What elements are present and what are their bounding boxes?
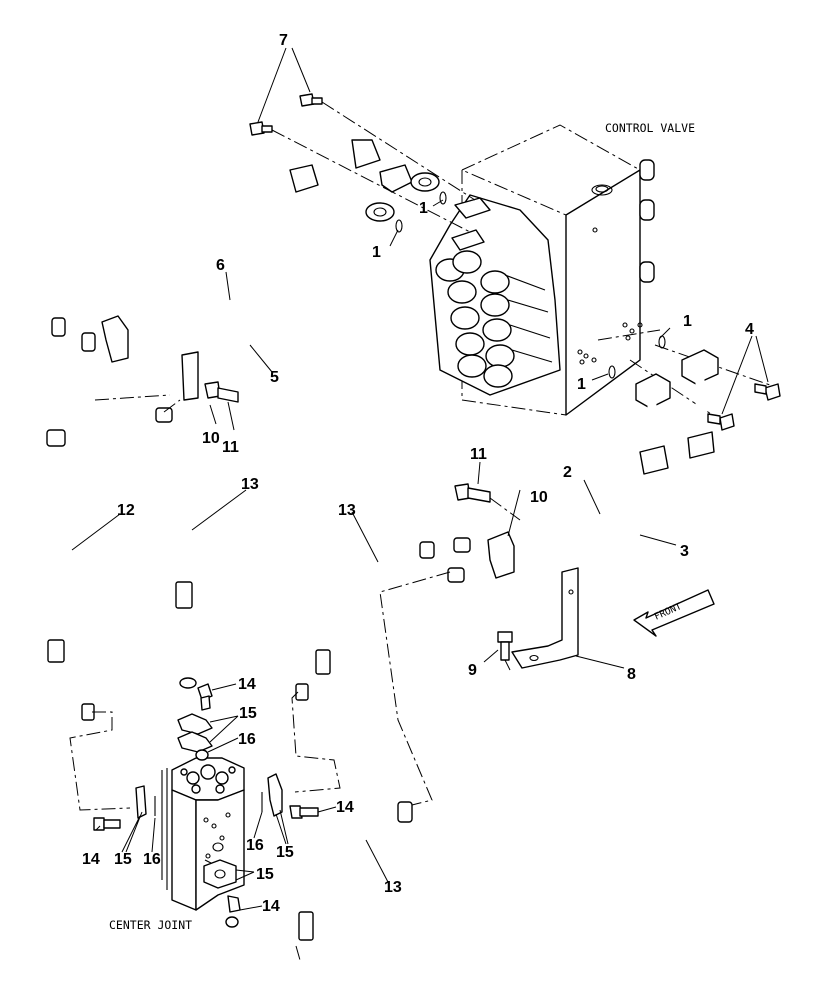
callout-13: 13 — [338, 502, 356, 519]
callout-16: 16 — [143, 851, 161, 868]
callout-14: 14 — [82, 851, 100, 868]
callout-10: 10 — [530, 489, 548, 506]
pipe-5-6 — [51, 139, 440, 414]
bolt-7 — [249, 93, 323, 136]
bolt-9 — [497, 631, 513, 661]
callout-8: 8 — [627, 666, 636, 683]
callout-11: 11 — [222, 439, 239, 456]
bolt-4 — [707, 383, 781, 431]
callout-numbers: 7 1 1 1 1 4 6 5 10 11 11 2 10 3 8 9 12 1… — [82, 32, 754, 915]
front-arrow-icon: FRONT — [633, 589, 715, 637]
callout-3: 3 — [680, 543, 689, 560]
callout-12: 12 — [117, 502, 135, 519]
callout-15: 15 — [276, 844, 294, 861]
callout-15: 15 — [256, 866, 274, 883]
callout-14: 14 — [336, 799, 354, 816]
callout-9: 9 — [468, 662, 477, 679]
center-joint-label: CENTER JOINT — [109, 918, 192, 932]
leader-lines — [71, 47, 769, 911]
hose-12 — [46, 429, 95, 721]
callout-1: 1 — [372, 244, 381, 261]
bolt-11-upper — [204, 381, 239, 403]
callout-5: 5 — [270, 369, 279, 386]
control-valve-label: CONTROL VALVE — [605, 121, 695, 135]
callout-15: 15 — [114, 851, 132, 868]
bolt-11-lower — [454, 483, 491, 503]
control-valve: CONTROL VALVE — [429, 121, 695, 416]
callout-16: 16 — [238, 731, 256, 748]
spool-caps — [435, 250, 553, 388]
callout-1: 1 — [683, 313, 692, 330]
callout-10: 10 — [202, 430, 220, 447]
callout-7: 7 — [279, 32, 288, 49]
callout-6: 6 — [216, 257, 225, 274]
callout-2: 2 — [563, 464, 572, 481]
callout-16: 16 — [246, 837, 264, 854]
split-flange-15 — [93, 683, 319, 928]
callout-14: 14 — [238, 676, 256, 693]
callout-1: 1 — [419, 200, 428, 217]
pipe-2-3 — [447, 349, 719, 669]
callout-4: 4 — [745, 321, 754, 338]
callout-15: 15 — [239, 705, 257, 722]
callout-13: 13 — [241, 476, 259, 493]
callout-13: 13 — [384, 879, 402, 896]
hose-13-lower — [297, 801, 413, 949]
callout-1: 1 — [577, 376, 586, 393]
callout-14: 14 — [262, 898, 280, 915]
callout-11: 11 — [470, 446, 487, 463]
hose-13-middle — [295, 541, 435, 701]
hose-13-left — [155, 407, 197, 689]
